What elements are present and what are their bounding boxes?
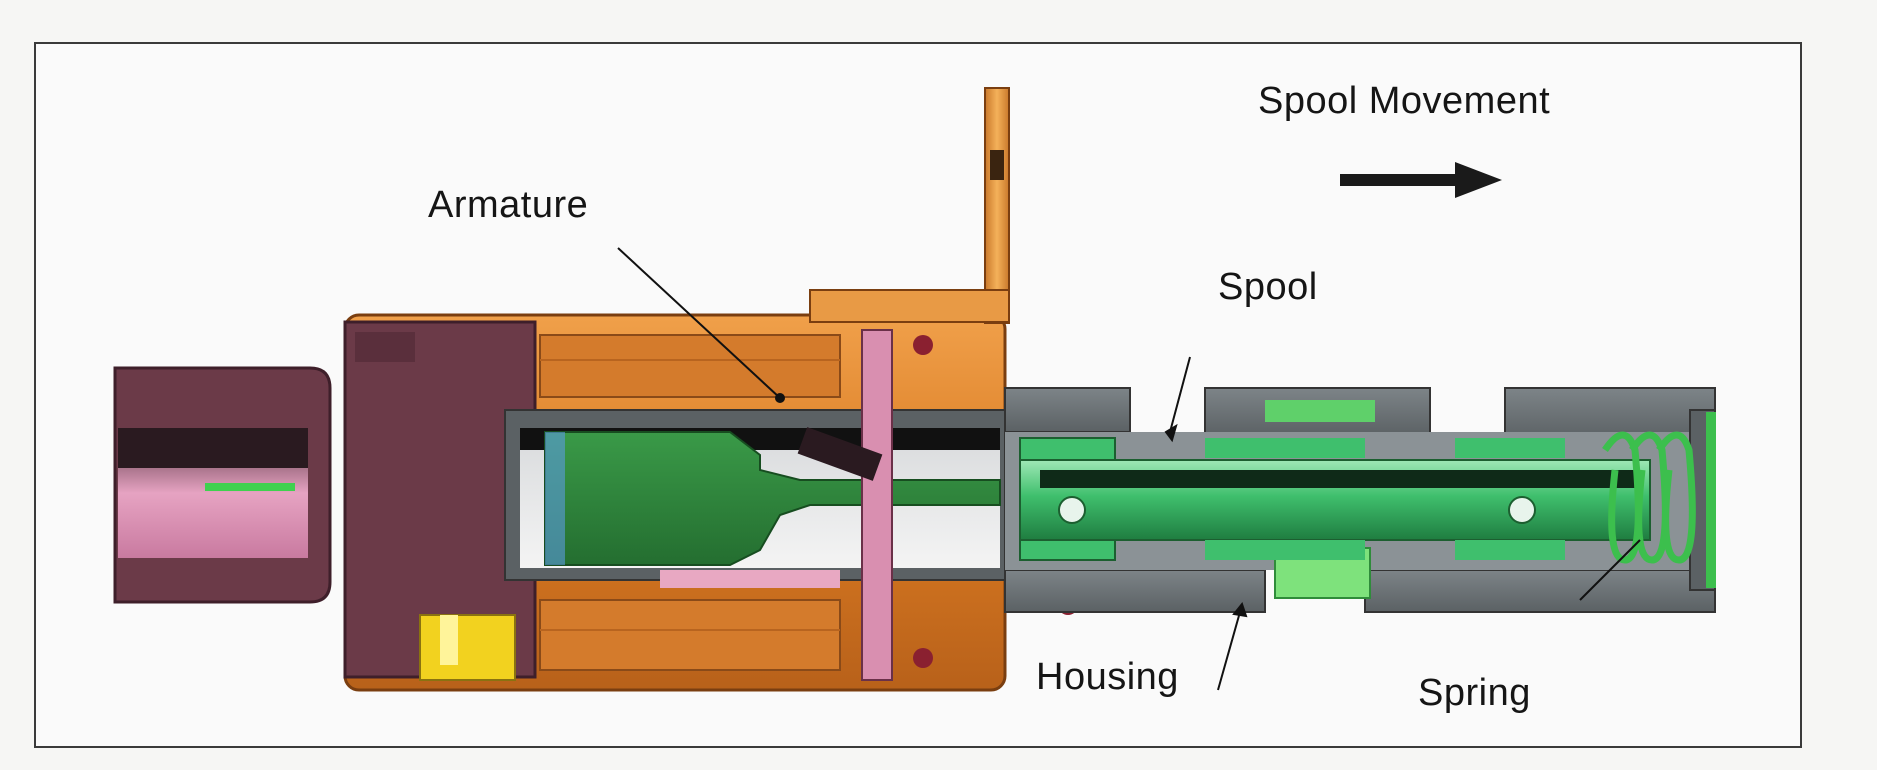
armature-label: Armature: [428, 184, 589, 226]
connector: [113, 366, 332, 604]
end-cap: [343, 320, 537, 681]
leader-lines: [617, 247, 1641, 691]
armature-leader: [617, 247, 781, 399]
spool-leader: [1169, 356, 1191, 433]
housing-leader: [1217, 611, 1241, 691]
spring-label: Spring: [1418, 672, 1531, 714]
spring-leader: [1579, 539, 1641, 601]
armature-chamber: [504, 329, 1006, 681]
spool-label: Spool: [1218, 266, 1318, 308]
spool-movement-label: Spool Movement: [1258, 80, 1551, 122]
housing-label: Housing: [1036, 656, 1179, 698]
movement-arrow-icon: [1340, 162, 1502, 198]
spool: [1019, 437, 1651, 561]
